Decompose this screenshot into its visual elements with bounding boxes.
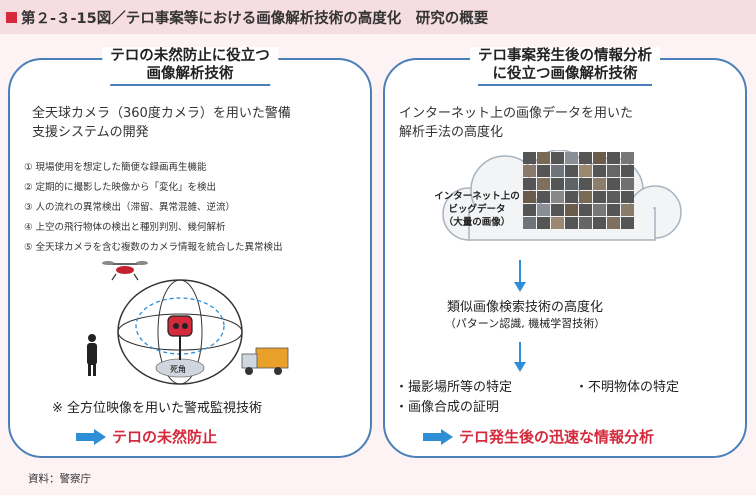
right-arrow-icon <box>76 428 106 445</box>
right-goal: テロ発生後の迅速な情報分析 <box>423 426 654 447</box>
list-item: ① 現場使用を想定した簡便な録画再生機能 <box>24 162 207 173</box>
figure-header: 第２-３-15図／テロ事案等における画像解析技術の高度化 研究の概要 <box>0 0 756 34</box>
down-arrow-icon <box>514 260 526 292</box>
blind-spot-label: 死角 <box>170 364 186 374</box>
result-item: ・画像合成の証明 <box>395 400 500 415</box>
list-item: ③ 人の流れの異常検出（滞留、異常混雑、逆流） <box>24 202 236 213</box>
left-panel-title: テロの未然防止に役立つ 画像解析技術 <box>102 47 278 86</box>
list-item: ② 定期的に撮影した映像から「変化」を検出 <box>24 182 217 193</box>
left-goal: テロの未然防止 <box>76 426 217 447</box>
source-note: 資料：警察庁 <box>28 473 91 485</box>
left-note: ※ 全方位映像を用いた警戒監視技術 <box>52 401 263 416</box>
right-arrow-icon <box>423 428 453 445</box>
result-item: ・撮影場所等の特定 <box>395 380 513 395</box>
left-panel: テロの未然防止に役立つ 画像解析技術 全天球カメラ（360度カメラ）を用いた警備… <box>8 47 372 458</box>
cloud-label: インターネット上の ビッグデータ （大量の画像） <box>434 191 520 228</box>
person-icon <box>87 334 97 376</box>
step-caption: 類似画像検索技術の高度化 （パターン認識, 機械学習技術） <box>444 300 606 330</box>
list-item: ④ 上空の飛行物体の検出と種別判別、幾何解析 <box>24 222 226 233</box>
drone-icon <box>102 261 148 281</box>
right-subtitle: インターネット上の画像データを用いた 解析手法の高度化 <box>399 106 634 140</box>
right-panel-title: テロ事案発生後の情報分析 に役立つ画像解析技術 <box>470 47 660 86</box>
photo-grid <box>523 152 634 229</box>
figure-title: 第２-３-15図／テロ事案等における画像解析技術の高度化 研究の概要 <box>21 10 489 27</box>
down-arrow-icon <box>514 342 526 372</box>
result-item: ・不明物体の特定 <box>575 380 680 395</box>
list-item: ⑤ 全天球カメラを含む複数のカメラ情報を統合した異常検出 <box>24 242 283 253</box>
right-panel: テロ事案発生後の情報分析 に役立つ画像解析技術 インターネット上の画像データを用… <box>383 47 747 458</box>
left-subtitle: 全天球カメラ（360度カメラ）を用いた警備 支援システムの開発 <box>32 106 291 140</box>
camera-icon <box>167 315 193 360</box>
truck-icon <box>241 347 289 375</box>
camera-sphere-diagram: 死角 <box>87 261 289 385</box>
feature-list: ① 現場使用を想定した簡便な録画再生機能 ② 定期的に撮影した映像から「変化」を… <box>24 158 364 258</box>
red-square-icon <box>6 11 17 23</box>
